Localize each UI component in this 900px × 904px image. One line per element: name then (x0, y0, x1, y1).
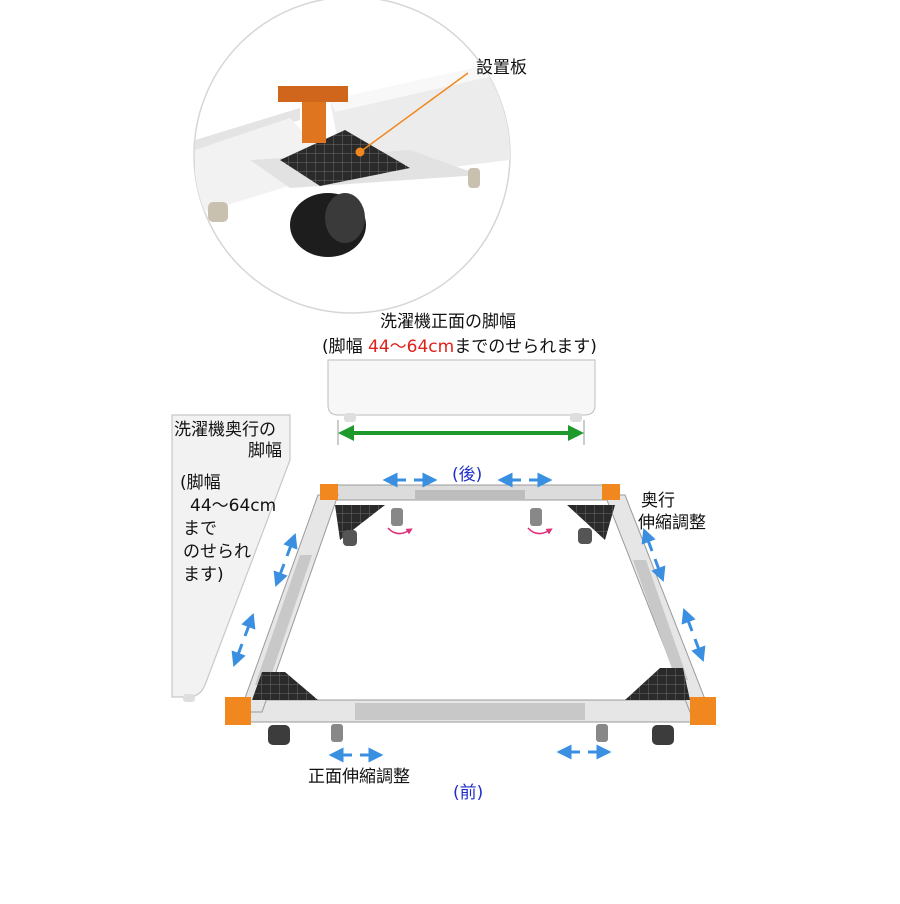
front-width-range-open: (脚幅 (322, 337, 369, 357)
label-front: (前) (453, 783, 484, 803)
back-width-range-line5: ます) (183, 565, 224, 585)
back-width-range-value: 44〜64cm (190, 496, 277, 516)
depth-adjust-label-line1: 奥行 (641, 491, 675, 511)
depth-adjust-label-line2: 伸縮調整 (638, 513, 706, 533)
rotate-arrow-left (387, 527, 413, 535)
washer-side-silhouette (171, 414, 291, 702)
adjust-arrows (231, 472, 706, 763)
front-width-range-close: までのせられます) (454, 337, 597, 357)
label-rear: (後) (452, 465, 483, 485)
front-width-range: (脚幅 44〜64cmまでのせられます) (322, 337, 597, 358)
back-width-range-open: (脚幅 (180, 473, 221, 493)
washer-front-silhouette (327, 359, 596, 422)
back-width-title-line1: 洗濯機奥行の (174, 420, 276, 440)
front-width-title: 洗濯機正面の脚幅 (380, 312, 516, 332)
rotate-arrow-right (527, 527, 553, 535)
stand-frame (225, 484, 716, 745)
front-width-range-value: 44〜64cm (368, 337, 455, 357)
callout-label-installation-plate: 設置板 (476, 58, 527, 78)
back-width-title-line2: 脚幅 (248, 441, 282, 461)
back-width-range-line3: まで (183, 519, 217, 539)
back-width-range-line4: のせられ (183, 542, 251, 562)
front-adjust-label: 正面伸縮調整 (308, 767, 410, 787)
detail-magnifier (193, 0, 511, 314)
